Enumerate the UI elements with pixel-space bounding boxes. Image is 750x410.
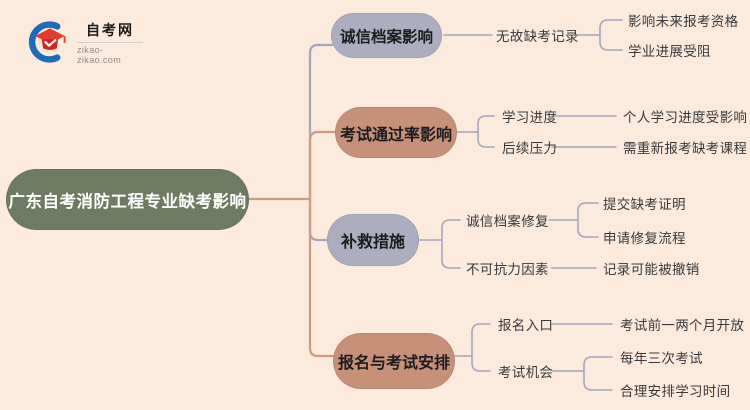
edge-root-branch4 bbox=[308, 197, 336, 358]
leaf-opens-1-2-months-before[interactable]: 考试前一两个月开放 bbox=[620, 318, 745, 333]
edge-root-branch3 bbox=[308, 197, 330, 242]
sub-registration-portal[interactable]: 报名入口 bbox=[498, 318, 554, 333]
logo-title: 自考网 bbox=[86, 21, 134, 38]
logo-divider bbox=[77, 41, 143, 43]
graduation-cap-icon bbox=[28, 21, 66, 63]
leaf-reregister-courses[interactable]: 需重新报考缺考课程 bbox=[623, 141, 748, 156]
branch-integrity-file[interactable]: 诚信档案影响 bbox=[331, 13, 442, 58]
sub-unexcused-absence-record[interactable]: 无故缺考记录 bbox=[496, 29, 579, 44]
edge-root-branch2 bbox=[308, 130, 338, 201]
branch-pass-rate[interactable]: 考试通过率影响 bbox=[335, 107, 457, 158]
leaf-apply-repair-process[interactable]: 申请修复流程 bbox=[603, 231, 686, 246]
leaf-record-may-be-revoked[interactable]: 记录可能被撤销 bbox=[603, 262, 700, 277]
logo-domain: zikao-zikao.com bbox=[77, 44, 122, 65]
sub-integrity-file-repair[interactable]: 诚信档案修复 bbox=[466, 214, 549, 229]
site-logo[interactable]: 自考网 zikao-zikao.com bbox=[27, 17, 143, 67]
edge-root-branch1 bbox=[308, 43, 334, 201]
sub-force-majeure[interactable]: 不可抗力因素 bbox=[466, 262, 549, 277]
sub-follow-up-pressure[interactable]: 后续压力 bbox=[502, 141, 558, 156]
leaf-personal-progress-affected[interactable]: 个人学习进度受影响 bbox=[623, 110, 748, 125]
leaf-submit-absence-proof[interactable]: 提交缺考证明 bbox=[603, 197, 686, 212]
leaf-three-exams-per-year[interactable]: 每年三次考试 bbox=[620, 351, 703, 366]
branch-remedies[interactable]: 补救措施 bbox=[327, 214, 419, 266]
root-node[interactable]: 广东自考消防工程专业缺考影响 bbox=[6, 169, 249, 230]
leaf-future-eligibility[interactable]: 影响未来报考资格 bbox=[628, 14, 739, 29]
branch-registration[interactable]: 报名与考试安排 bbox=[333, 333, 455, 389]
leaf-plan-study-time[interactable]: 合理安排学习时间 bbox=[620, 384, 731, 399]
sub-study-progress[interactable]: 学习进度 bbox=[502, 110, 558, 125]
sub-exam-opportunities[interactable]: 考试机会 bbox=[498, 365, 554, 380]
leaf-academic-progress-blocked[interactable]: 学业进展受阻 bbox=[628, 44, 711, 59]
